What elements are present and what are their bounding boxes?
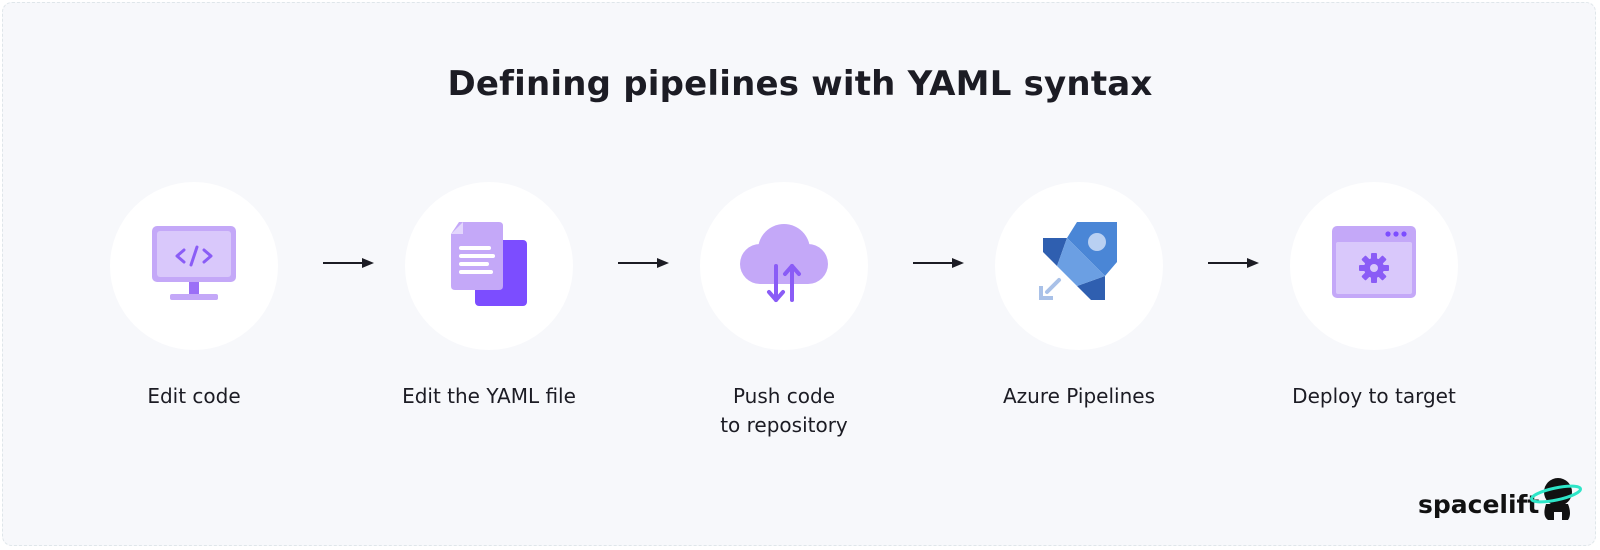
flow-arrow (913, 258, 964, 268)
step-circle (405, 182, 573, 350)
brand-name: spacelift (1418, 490, 1540, 519)
flow-arrow (323, 258, 374, 268)
step-label: Edit code (147, 384, 241, 408)
step-circle (1290, 182, 1458, 350)
monitor-code-icon (152, 226, 236, 300)
step-label: Push code to repository (720, 384, 848, 437)
flow-arrow (1208, 258, 1259, 268)
step-circle (700, 182, 868, 350)
cloud-sync-icon (740, 224, 828, 302)
step-circle (110, 182, 278, 350)
azure-pipelines-rocket-icon (1039, 222, 1117, 300)
step-label: Azure Pipelines (1003, 384, 1155, 408)
browser-gear-icon (1332, 226, 1416, 298)
step-label: Deploy to target (1292, 384, 1456, 408)
spacelift-logo: spacelift (1418, 472, 1588, 536)
step-circle (995, 182, 1163, 350)
document-stack-icon (451, 222, 527, 306)
step-label: Edit the YAML file (402, 384, 576, 408)
diagram-title: Defining pipelines with YAML syntax (447, 64, 1153, 104)
flow-arrow (618, 258, 669, 268)
astronaut-mascot-icon (1530, 478, 1582, 520)
